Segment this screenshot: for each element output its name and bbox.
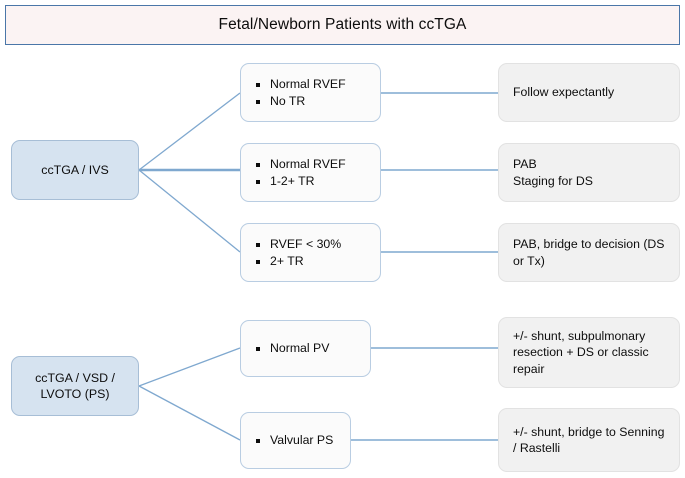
node-root-cctga-vsd-lvoto-label-line2: LVOTO (PS): [40, 387, 110, 401]
criteria-list: Valvular PS: [255, 432, 342, 449]
node-outcome-pab-staging-for-ds[interactable]: PAB Staging for DS: [498, 143, 680, 202]
outcome-line: PAB: [513, 157, 537, 171]
criteria-list: Normal RVEF 1-2+ TR: [255, 156, 372, 190]
criteria-item: 2+ TR: [255, 253, 372, 270]
outcome-line: +/- shunt, subpulmonary resection + DS o…: [513, 328, 649, 376]
node-criteria-rvef-under-30-2-tr[interactable]: RVEF < 30% 2+ TR: [240, 223, 381, 282]
criteria-item: RVEF < 30%: [255, 236, 372, 253]
criteria-item: No TR: [255, 93, 372, 110]
criteria-item: Normal RVEF: [255, 156, 372, 173]
connector-ivs-to-crit3: [138, 169, 241, 253]
connector-ivs-to-crit1: [138, 92, 241, 171]
node-criteria-normal-rvef-no-tr[interactable]: Normal RVEF No TR: [240, 63, 381, 122]
outcome-text: Follow expectantly: [513, 84, 669, 101]
node-outcome-shunt-bridge-senning-rastelli[interactable]: +/- shunt, bridge to Senning / Rastelli: [498, 408, 680, 472]
outcome-line: Staging for DS: [513, 173, 593, 188]
node-root-cctga-vsd-lvoto-label-line1: ccTGA / VSD /: [35, 371, 115, 385]
node-criteria-normal-pv[interactable]: Normal PV: [240, 320, 371, 377]
connector-vsd-to-crit5: [138, 385, 241, 441]
node-criteria-normal-rvef-1-2-tr[interactable]: Normal RVEF 1-2+ TR: [240, 143, 381, 202]
node-root-cctga-vsd-lvoto[interactable]: ccTGA / VSD / LVOTO (PS): [11, 356, 139, 416]
node-root-cctga-ivs[interactable]: ccTGA / IVS: [11, 140, 139, 200]
connector-vsd-to-crit4: [138, 347, 241, 387]
node-outcome-follow-expectantly[interactable]: Follow expectantly: [498, 63, 680, 122]
node-outcome-pab-bridge-to-decision[interactable]: PAB, bridge to decision (DS or Tx): [498, 223, 680, 282]
criteria-list: RVEF < 30% 2+ TR: [255, 236, 372, 270]
criteria-list: Normal RVEF No TR: [255, 76, 372, 110]
page-title: Fetal/Newborn Patients with ccTGA: [218, 16, 467, 33]
criteria-list: Normal PV: [255, 340, 362, 357]
criteria-item: 1-2+ TR: [255, 173, 372, 190]
outcome-line: +/- shunt, bridge to Senning / Rastelli: [513, 424, 665, 456]
criteria-item: Valvular PS: [255, 432, 342, 449]
outcome-text: PAB Staging for DS: [513, 156, 669, 189]
outcome-line: Follow expectantly: [513, 85, 615, 100]
criteria-item: Normal RVEF: [255, 76, 372, 93]
page-title-banner: Fetal/Newborn Patients with ccTGA: [5, 5, 680, 45]
node-root-cctga-ivs-label: ccTGA / IVS: [41, 163, 109, 177]
node-outcome-shunt-subpulmonary-resection[interactable]: +/- shunt, subpulmonary resection + DS o…: [498, 317, 680, 388]
criteria-item: Normal PV: [255, 340, 362, 357]
outcome-line: PAB, bridge to decision (DS or Tx): [513, 237, 665, 268]
node-criteria-valvular-ps[interactable]: Valvular PS: [240, 412, 351, 469]
